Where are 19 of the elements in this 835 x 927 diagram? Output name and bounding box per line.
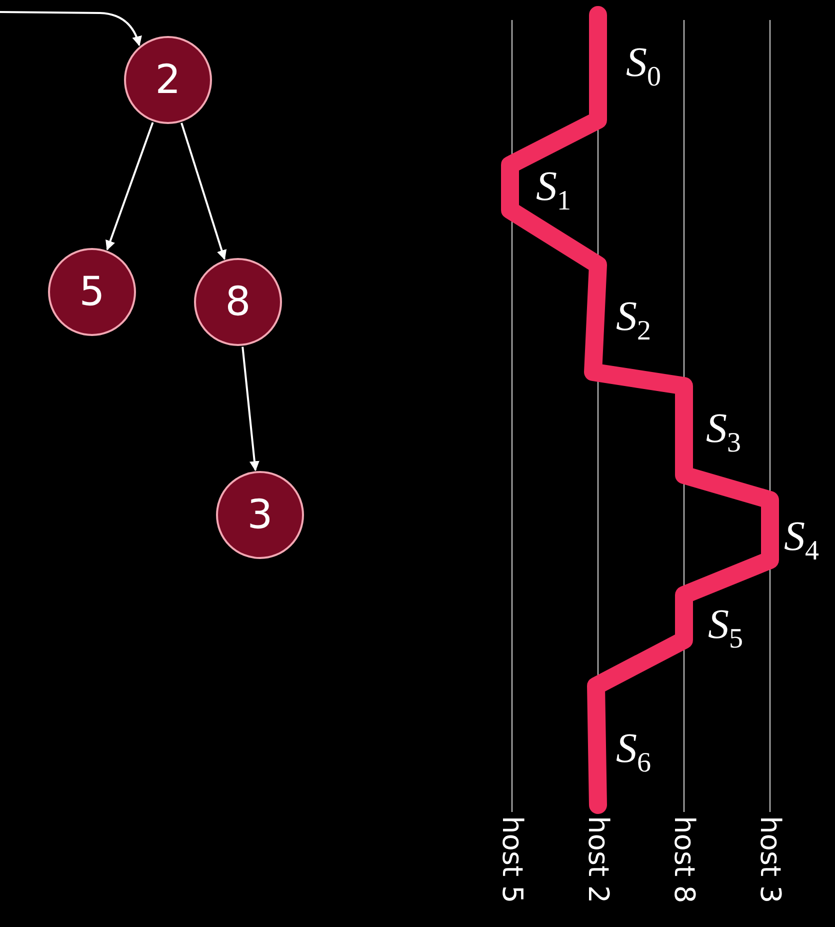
state-label: S$_{4}$ <box>784 516 819 566</box>
tree-node-circle: 5 <box>48 248 136 336</box>
host-label: host 5 <box>498 816 526 904</box>
arrow <box>0 11 142 46</box>
state-label: S$_{3}$ <box>706 408 741 458</box>
state-label: S$_{0}$ <box>626 42 661 92</box>
state-label: S$_{5}$ <box>708 604 743 654</box>
tree-node-circle: 3 <box>216 471 304 559</box>
tree-node-circle: 8 <box>194 258 282 346</box>
arrow <box>180 122 227 260</box>
host-label: host 3 <box>756 816 784 904</box>
state-label: S$_{2}$ <box>616 296 651 346</box>
arrow <box>106 122 154 251</box>
tree-node-circle: 2 <box>124 36 212 124</box>
arrow <box>242 346 260 472</box>
state-label: S$_{6}$ <box>616 728 651 778</box>
host-label: host 8 <box>670 816 698 904</box>
host-label: host 2 <box>584 816 612 904</box>
state-label: S$_{1}$ <box>536 166 571 216</box>
